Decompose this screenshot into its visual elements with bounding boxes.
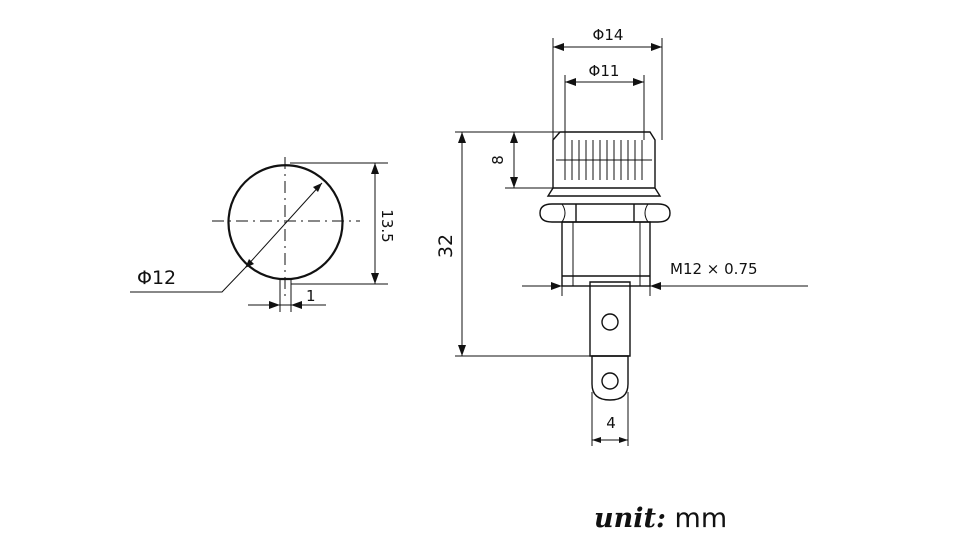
- cap-body: [546, 131, 662, 197]
- hex-nut-curve-right: [644, 203, 649, 223]
- unit-footer: unit: mm: [594, 503, 727, 543]
- cap-knurling: [556, 140, 652, 180]
- unit-value: mm: [665, 503, 728, 534]
- terminal-width-label: 4: [606, 414, 616, 432]
- unit-label: unit: [594, 503, 656, 534]
- inner-diameter-label: Φ11: [589, 62, 620, 80]
- term-arrow-left: [592, 437, 601, 443]
- terminal-hole-lower: [601, 372, 619, 390]
- outer-diameter-label: Φ14: [593, 26, 624, 44]
- diameter-label: Φ12: [137, 267, 176, 289]
- terminal-lug-lower: [591, 355, 629, 401]
- od-arrow-left: [553, 43, 564, 51]
- total-arrow-top: [458, 132, 466, 143]
- cap-arrow-top: [510, 132, 518, 143]
- total-height-label: 32: [435, 234, 457, 258]
- cap-arrow-bottom: [510, 177, 518, 188]
- hex-nut: [539, 203, 671, 223]
- threaded-body: [561, 221, 651, 287]
- thread-label: M12 × 0.75: [670, 260, 758, 278]
- id-arrow-left: [565, 78, 576, 86]
- diameter-arrow-top: [313, 183, 322, 192]
- term-arrow-right: [619, 437, 628, 443]
- total-arrow-bottom: [458, 345, 466, 356]
- thread-arrow-right: [650, 282, 661, 290]
- diameter-leader: [130, 267, 246, 293]
- hex-nut-curve-left: [561, 203, 566, 223]
- flat-arrow-left: [269, 301, 280, 309]
- id-arrow-right: [633, 78, 644, 86]
- terminal-hole-upper: [601, 313, 619, 331]
- unit-separator: :: [656, 503, 666, 534]
- diameter-line: [244, 182, 323, 269]
- mounting-hole-outline: [227, 164, 344, 281]
- cap-height-label: 8: [489, 155, 507, 165]
- terminal-lug: [589, 281, 631, 357]
- height-label: 13.5: [378, 209, 396, 242]
- flat-arrow-right: [291, 301, 302, 309]
- diameter-arrow-bottom: [245, 259, 254, 268]
- thread-arrow-left: [551, 282, 562, 290]
- side-view: Φ14 Φ11 8 32 M12 × 0.75 4: [435, 26, 808, 446]
- height-arrow-bottom: [371, 273, 379, 284]
- flat-label: 1: [306, 287, 316, 305]
- height-arrow-top: [371, 163, 379, 174]
- front-view: Φ12 13.5 1: [130, 157, 396, 312]
- od-arrow-right: [651, 43, 662, 51]
